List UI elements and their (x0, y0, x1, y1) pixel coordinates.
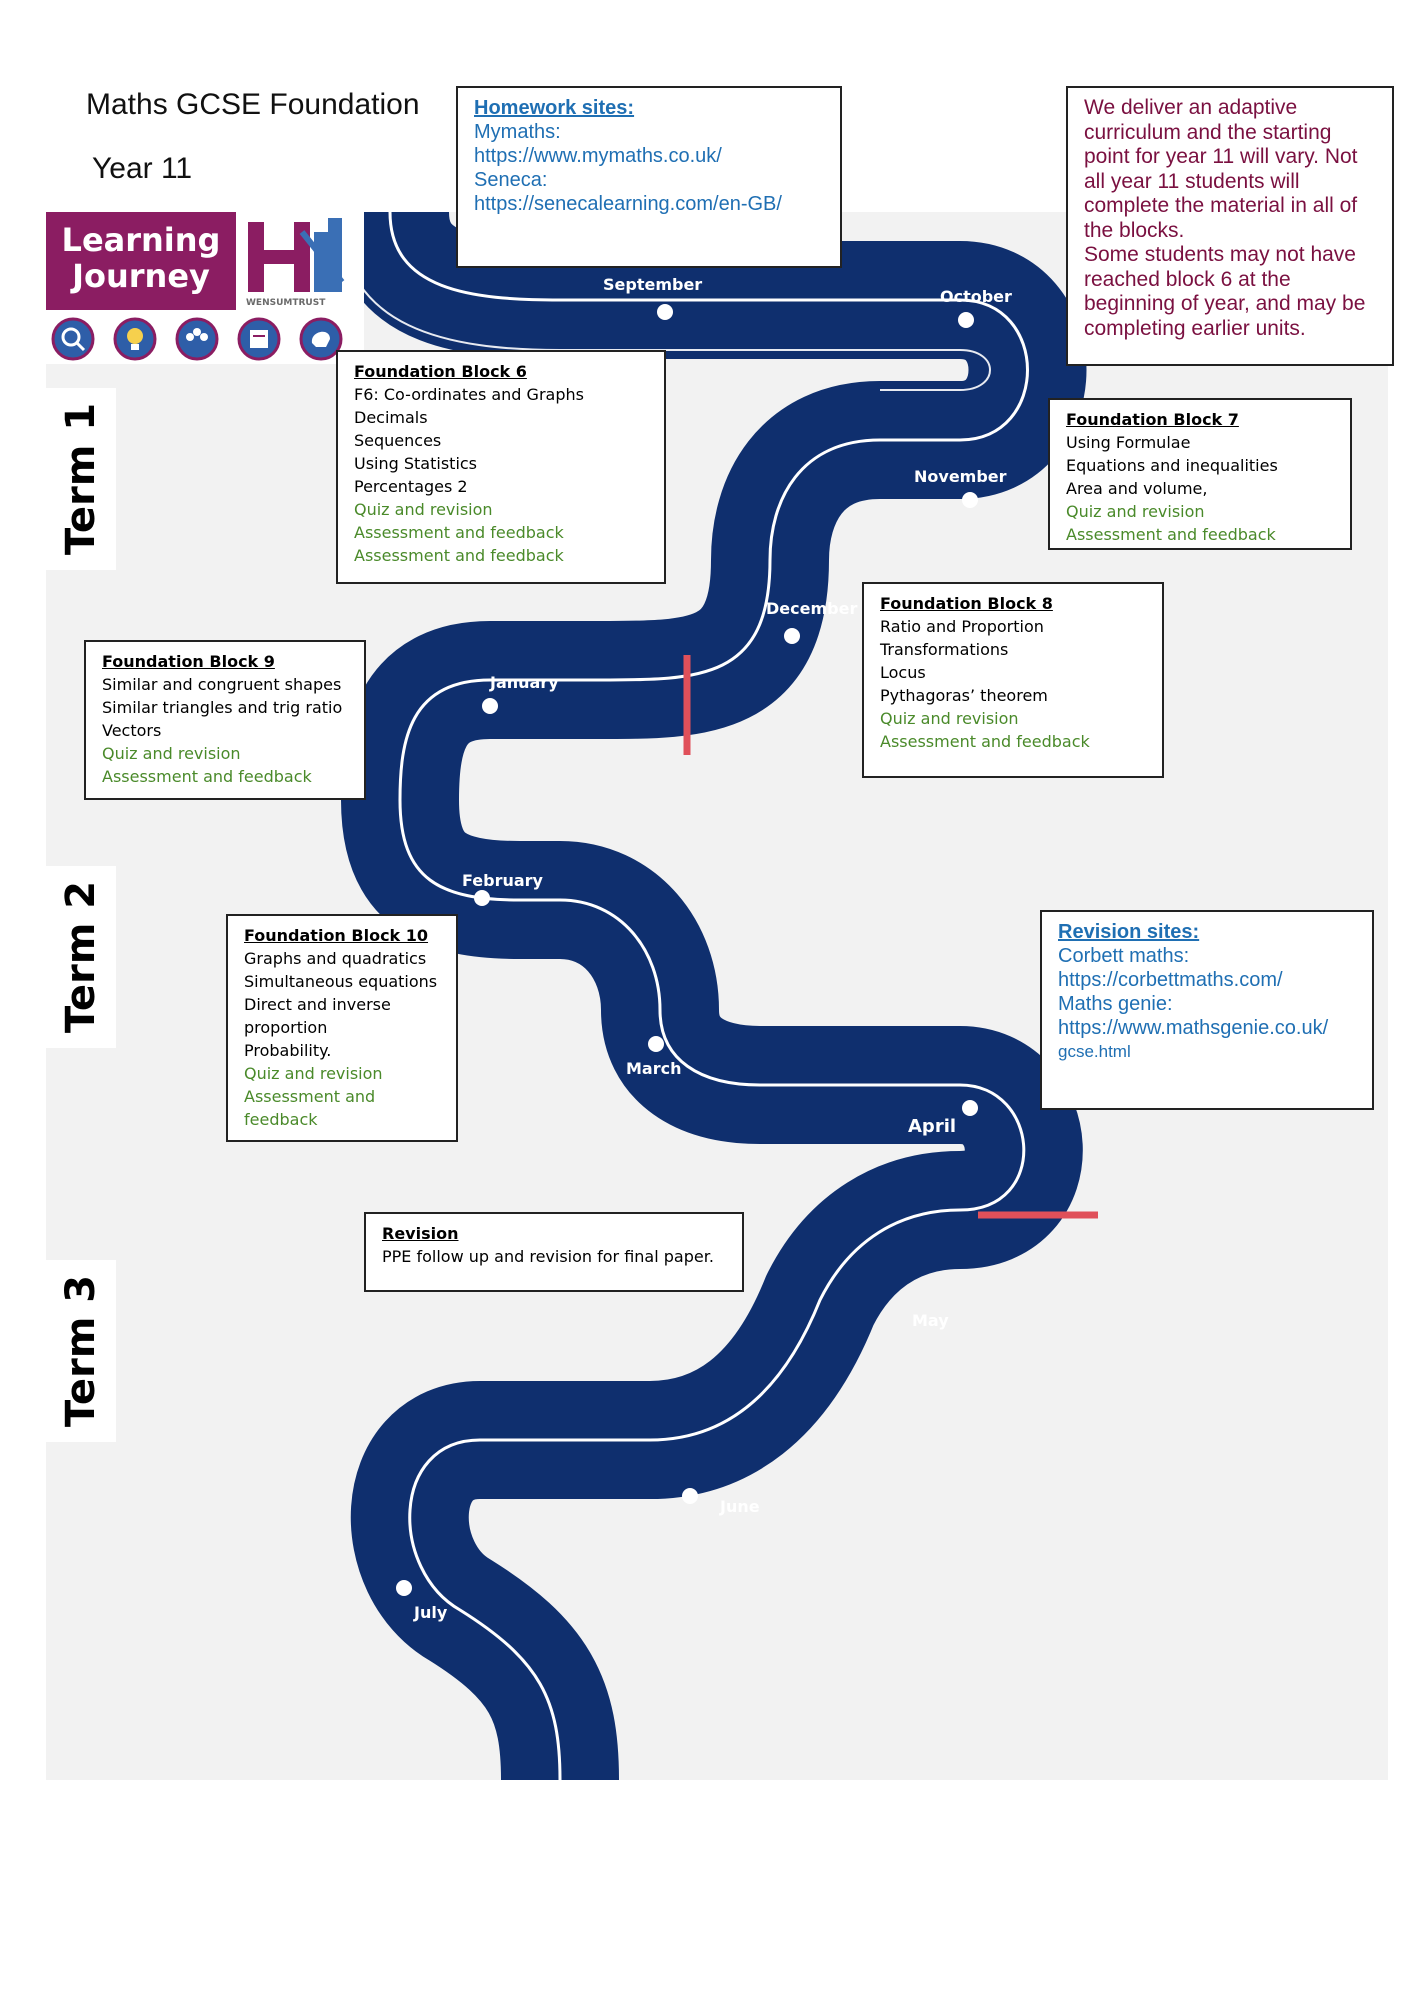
values-icons (48, 316, 362, 362)
collaborate-icon (175, 317, 219, 361)
revision-link[interactable]: gcse.html (1058, 1042, 1131, 1061)
month-dot-february (474, 890, 490, 906)
block-title: Foundation Block 6 (354, 362, 527, 381)
resilient-icon (237, 317, 281, 361)
block-item: Similar triangles and trig ratio (102, 698, 343, 717)
block-item: Similar and congruent shapes (102, 675, 342, 694)
homework-line: Mymaths: (474, 121, 561, 143)
trust-name: WENSUMTRUST (246, 298, 326, 308)
term-2-label: Term 2 (46, 866, 116, 1048)
month-label: September (603, 275, 702, 294)
foundation-block-9: Foundation Block 9 Similar and congruent… (84, 640, 366, 800)
month-label: February (462, 871, 544, 890)
foundation-block-10: Foundation Block 10 Graphs and quadratic… (226, 914, 458, 1142)
term-3-label: Term 3 (46, 1260, 116, 1442)
block-item: Vectors (102, 721, 162, 740)
revision-link[interactable]: https://corbettmaths.com/ (1058, 969, 1283, 991)
block-activity: Assessment and feedback (880, 732, 1090, 751)
month-label: December (766, 599, 857, 618)
revision-link[interactable]: https://www.mathsgenie.co.uk/ (1058, 1017, 1329, 1039)
block-item: F6: Co-ordinates and Graphs (354, 385, 584, 404)
month-label: March (626, 1059, 681, 1078)
term-1-label: Term 1 (46, 388, 116, 570)
block-item: Transformations (880, 640, 1009, 659)
learning-journey-badge: Learning Journey (46, 212, 236, 310)
note-text-1: We deliver an adaptive curriculum and th… (1084, 96, 1358, 242)
homework-link[interactable]: https://www.mymaths.co.uk/ (474, 145, 722, 167)
block-item: PPE follow up and revision for final pap… (382, 1247, 714, 1266)
lightbulb-icon (113, 317, 157, 361)
trust-logo-icon (248, 218, 345, 292)
page-title: Maths GCSE Foundation (86, 88, 420, 121)
month-dot-april (962, 1100, 978, 1116)
block-title: Foundation Block 9 (102, 652, 275, 671)
foundation-block-8: Foundation Block 8 Ratio and Proportion … (862, 582, 1164, 778)
block-item: Locus (880, 663, 926, 682)
block-title: Foundation Block 10 (244, 926, 429, 945)
month-label: June (719, 1497, 760, 1516)
block-item: Simultaneous equations (244, 972, 438, 991)
month-label: November (914, 467, 1007, 486)
adaptive-curriculum-note: We deliver an adaptive curriculum and th… (1066, 86, 1394, 366)
homework-line: Seneca: (474, 169, 548, 191)
brain-icon (299, 317, 343, 361)
revision-sites-heading: Revision sites: (1058, 921, 1200, 943)
block-item: proportion (244, 1018, 328, 1037)
month-label: April (908, 1116, 956, 1137)
block-item: Percentages 2 (354, 477, 468, 496)
magnifier-icon (51, 317, 95, 361)
month-label: January (489, 673, 559, 692)
badge-text: Learning Journey (61, 221, 221, 295)
learning-journey-logo: Learning Journey WENSUMTRUST (46, 212, 364, 364)
block-item: Probability. (244, 1041, 332, 1060)
block-item: Direct and inverse (244, 995, 391, 1014)
block-activity: Quiz and revision (102, 744, 241, 763)
block-activity: Assessment and feedback (102, 767, 312, 786)
revision-line: Maths genie: (1058, 993, 1173, 1015)
block-item: Pythagoras’ theorem (880, 686, 1048, 705)
block-activity: Quiz and revision (354, 500, 493, 519)
block-activity: Quiz and revision (1066, 502, 1205, 521)
month-dot-november (962, 492, 978, 508)
month-dot-july (396, 1580, 412, 1596)
block-activity: Assessment and (244, 1087, 376, 1106)
revision-sites-box: Revision sites: Corbett maths: https://c… (1040, 910, 1374, 1110)
foundation-block-6: Foundation Block 6 F6: Co-ordinates and … (336, 350, 666, 584)
block-item: Sequences (354, 431, 442, 450)
month-dot-june (682, 1488, 698, 1504)
homework-sites-box: Homework sites: Mymaths: https://www.mym… (456, 86, 842, 268)
month-dot-october (958, 312, 974, 328)
block-item: Decimals (354, 408, 428, 427)
block-activity: Assessment and feedback (354, 546, 564, 565)
block-title: Revision (382, 1224, 459, 1243)
block-item: Area and volume, (1066, 479, 1208, 498)
note-text-2: Some students may not have reached block… (1084, 243, 1366, 340)
block-title: Foundation Block 8 (880, 594, 1053, 613)
block-item: Ratio and Proportion (880, 617, 1044, 636)
month-dot-january (482, 698, 498, 714)
block-activity: Quiz and revision (244, 1064, 383, 1083)
year-label: Year 11 (92, 152, 193, 185)
month-dot-december (784, 628, 800, 644)
block-item: Using Formulae (1066, 433, 1191, 452)
block-item: Using Statistics (354, 454, 478, 473)
homework-link[interactable]: https://senecalearning.com/en-GB/ (474, 193, 782, 215)
homework-heading: Homework sites: (474, 97, 635, 119)
block-item: Equations and inequalities (1066, 456, 1278, 475)
block-activity: Assessment and feedback (354, 523, 564, 542)
block-activity: Assessment and feedback (1066, 525, 1276, 544)
foundation-block-7: Foundation Block 7 Using Formulae Equati… (1048, 398, 1352, 550)
revision-block: Revision PPE follow up and revision for … (364, 1212, 744, 1292)
month-label: May (912, 1311, 949, 1330)
month-dot-september (657, 304, 673, 320)
block-title: Foundation Block 7 (1066, 410, 1239, 429)
revision-line: Corbett maths: (1058, 945, 1190, 967)
block-item: Graphs and quadratics (244, 949, 427, 968)
month-label: July (413, 1603, 448, 1622)
month-dot-march (648, 1036, 664, 1052)
month-label: October (940, 287, 1012, 306)
block-activity: Quiz and revision (880, 709, 1019, 728)
block-activity: feedback (244, 1110, 318, 1129)
road-lane-line (388, 211, 1029, 1781)
